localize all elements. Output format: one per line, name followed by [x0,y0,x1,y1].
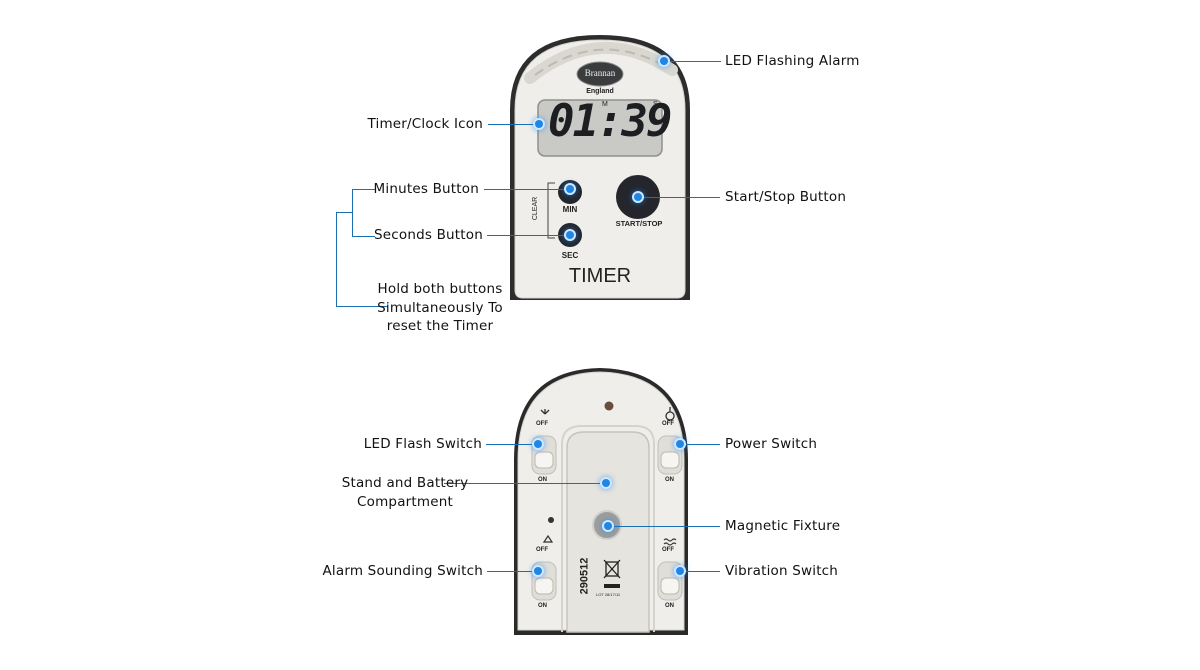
vibration-on-label: ON [665,603,674,609]
bell-icon [542,534,554,543]
label-timer-clock-icon: Timer/Clock Icon [367,116,483,132]
callout-dot-led-flashing-alarm [660,57,668,65]
product-code: 290512 [578,557,591,595]
power-off-label: OFF [662,421,674,427]
hanging-hole [604,401,614,411]
alarm-switch-knob [534,577,554,595]
led-band [524,41,678,84]
label-led-flashing-alarm: LED Flashing Alarm [725,53,860,69]
led-off-label: OFF [536,421,548,427]
label-magnetic-fixture: Magnetic Fixture [725,518,841,534]
bracket-vertical [336,212,337,306]
bracket-to-note [336,306,388,307]
label-stand-battery: Stand and Battery Compartment [341,475,469,510]
callout-line-alarm-sounding-switch [487,571,538,572]
callout-dot-power-switch [676,440,684,448]
alarm-on-label: ON [538,603,547,609]
vibration-switch-knob [660,577,680,595]
lot-number: LOT 28/17/11 [596,592,621,597]
start-stop-label: START/STOP [615,219,663,228]
callout-line-power-switch [680,444,720,445]
callout-line-vibration-switch [680,571,720,572]
callout-dot-alarm-sounding-switch [534,567,542,575]
callout-dot-magnetic-fixture [604,522,612,530]
callout-dot-minutes-button [566,185,574,193]
label-start-stop-button: Start/Stop Button [725,189,847,205]
led-flash-switch-knob [534,451,554,469]
power-switch-knob [660,451,680,469]
callout-line-magnetic-fixture [608,526,720,527]
brand-badge [576,61,624,87]
power-on-label: ON [665,477,674,483]
product-name: TIMER [568,265,632,287]
callout-line-timer-clock-icon [488,124,539,125]
alarm-off-label: OFF [536,547,548,553]
label-reset-note: Hold both buttons Simultaneously To rese… [377,281,503,334]
callout-dot-vibration-switch [676,567,684,575]
callout-line-led-flashing-alarm [666,61,721,62]
lcd-time: 01:39 [548,96,672,147]
label-seconds-button: Seconds Button [373,227,483,243]
led-icon [540,409,550,415]
minutes-seconds-bracket [352,189,375,237]
vibration-off-label: OFF [662,547,674,553]
bracket-connector [336,212,352,213]
brand-label: Brannan [584,68,616,78]
min-button-label: MIN [562,205,578,214]
callout-line-minutes-button [484,189,570,190]
label-led-flash-switch: LED Flash Switch [363,436,482,452]
callout-dot-stand-battery [602,479,610,487]
callout-line-led-flash-switch [486,444,538,445]
lcd-screen [537,99,663,157]
callout-line-start-stop-button [638,197,720,198]
label-vibration-switch: Vibration Switch [725,563,839,579]
sec-button-label: SEC [561,251,579,260]
lcd-unit-s: S [653,101,658,108]
vibration-icon [663,538,677,546]
label-minutes-button: Minutes Button [373,181,479,197]
callout-dot-led-flash-switch [534,440,542,448]
callout-dot-timer-clock-icon [535,120,543,128]
power-icon [665,407,675,421]
callout-dot-start-stop-button [634,193,642,201]
led-on-label: ON [538,477,547,483]
callout-line-stand-battery [444,483,606,484]
label-power-switch: Power Switch [725,436,818,452]
callout-line-seconds-button [487,235,570,236]
brand-sub-label: England [586,88,614,95]
lcd-unit-m: M [602,101,608,108]
callout-dot-seconds-button [566,231,574,239]
weee-bin-icon [603,559,621,579]
label-alarm-sounding-switch: Alarm Sounding Switch [322,563,483,579]
